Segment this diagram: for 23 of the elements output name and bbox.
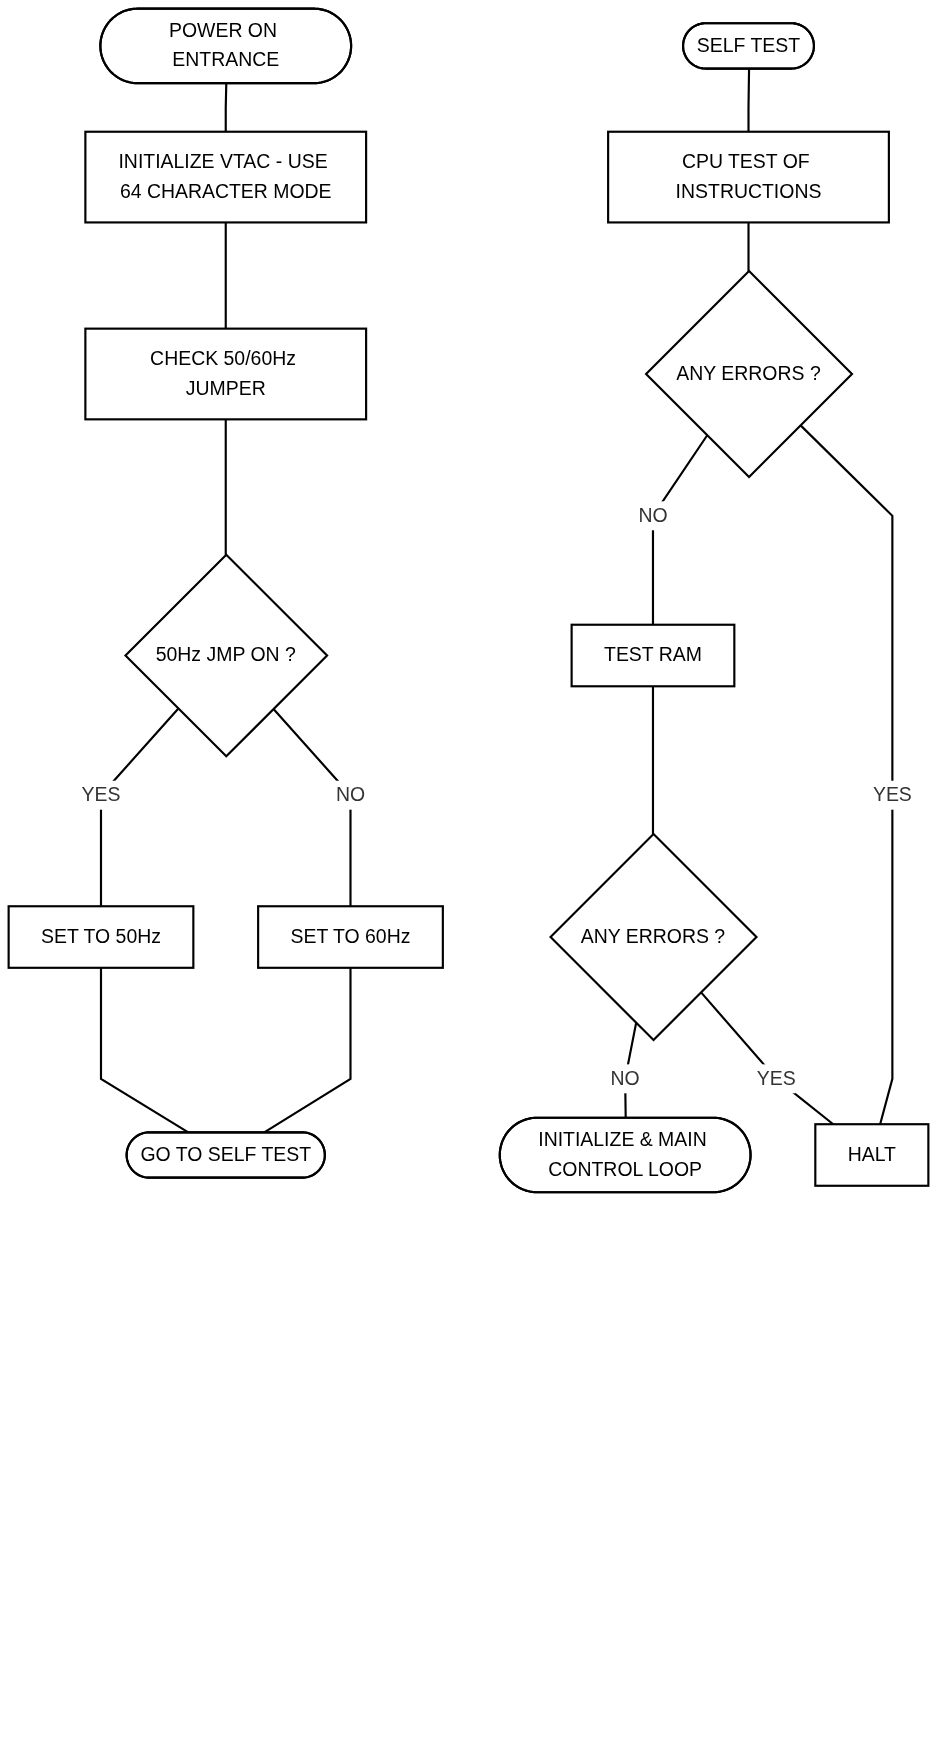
connector <box>224 419 227 555</box>
node-box: TEST RAM <box>570 623 736 688</box>
node-box: INITIALIZE VTAC - USE 64 CHARACTER MODE <box>84 130 368 224</box>
edge-label: YES <box>872 783 912 806</box>
connector <box>224 83 228 132</box>
connector <box>747 222 750 271</box>
edge-label: NO <box>638 504 668 527</box>
node-box: SET TO 60Hz <box>257 905 444 969</box>
connector <box>224 222 227 329</box>
node-box: CHECK 50/60Hz JUMPER <box>84 327 368 421</box>
connector <box>747 69 751 132</box>
connector <box>799 424 894 1125</box>
connector <box>651 686 655 835</box>
node-box: HALT <box>814 1123 930 1187</box>
node-box: SET TO 50Hz <box>7 905 195 969</box>
edge-label: YES <box>81 783 121 806</box>
edge-label: NO <box>610 1067 640 1090</box>
edge-label: YES <box>756 1067 796 1090</box>
node-diamond: ANY ERRORS ? <box>549 832 758 1042</box>
edge-label: NO <box>335 783 366 806</box>
node-box: CPU TEST OF INSTRUCTIONS <box>607 130 890 224</box>
node-diamond: ANY ERRORS ? <box>644 269 854 479</box>
node-diamond: 50Hz JMP ON ? <box>123 553 329 758</box>
